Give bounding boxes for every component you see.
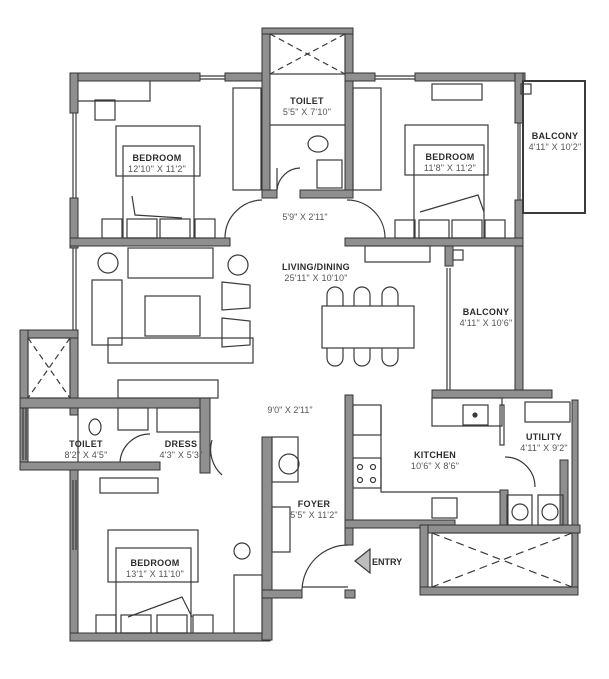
room-label-balcony2: BALCONY 4'11" X 10'6" — [459, 307, 513, 328]
entry-label: ENTRY — [372, 557, 403, 567]
room-label-kitchen: KITCHEN 10'6" X 8'6" — [410, 450, 460, 471]
room-label-toilet1: TOILET 5'5" X 7'10" — [282, 96, 332, 117]
room-label-balcony1: BALCONY 4'11" X 10'2" — [528, 131, 582, 152]
room-label-bedroom3: BEDROOM 13'1" X 11'10" — [126, 558, 184, 579]
passage-dimension-2: 9'0" X 2'11" — [267, 405, 313, 415]
room-label-living-dining: LIVING/DINING 25'11" X 10'10" — [282, 262, 350, 283]
room-label-toilet2: TOILET 8'2" X 4'5" — [64, 439, 108, 460]
passage-dimension-1: 5'9" X 2'11" — [282, 212, 328, 222]
room-label-dress: DRESS 4'3" X 5'3" — [159, 439, 203, 460]
room-label-foyer: FOYER 5'5" X 11'2" — [290, 499, 338, 520]
fixtures — [22, 33, 586, 634]
room-label-bedroom2: BEDROOM 11'8" X 11'2" — [423, 152, 477, 173]
room-label-bedroom1: BEDROOM 12'10" X 11'2" — [128, 153, 186, 174]
room-label-utility: UTILITY 4'11" X 9'2" — [520, 432, 568, 453]
